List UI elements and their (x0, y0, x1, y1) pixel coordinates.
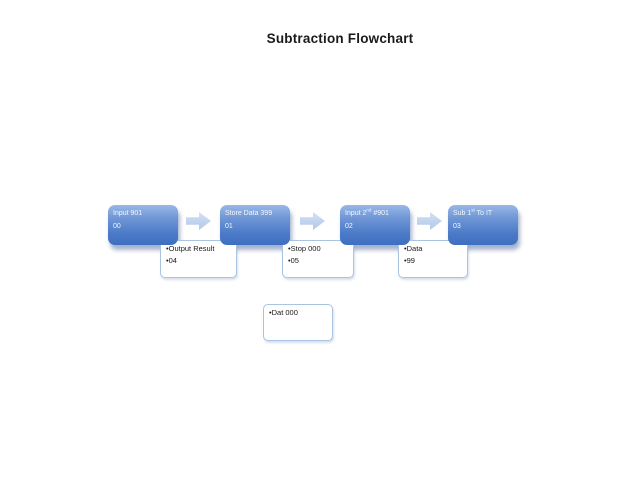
callout-line: •99 (404, 256, 415, 265)
callout-dat: •Dat 000 (263, 304, 333, 341)
right-arrow-icon (300, 212, 325, 230)
callout-output-result: •Output Result •04 (160, 240, 237, 278)
right-arrow-icon (186, 212, 211, 230)
callout-line: •04 (166, 256, 177, 265)
callout-stop: •Stop 000 •05 (282, 240, 354, 278)
step-code: 03 (453, 223, 461, 230)
callout-line: •05 (288, 256, 299, 265)
step-label: Sub 1st To IT (453, 207, 493, 217)
step-label: Input 2nd #901 (345, 207, 389, 217)
slide-title: Subtraction Flowchart (266, 31, 414, 46)
callout-data: •Data •99 (398, 240, 468, 278)
step-label: Store Data 399 (225, 210, 273, 217)
flow-step-store-data: Store Data 399 01 (220, 205, 290, 245)
step-code: 01 (225, 223, 233, 230)
callout-line: •Dat 000 (269, 308, 298, 317)
flow-step-input-2nd: Input 2nd #901 02 (340, 205, 410, 245)
flow-step-sub: Sub 1st To IT 03 (448, 205, 518, 245)
step-code: 00 (113, 223, 121, 230)
step-label: Input 901 (113, 210, 143, 217)
flow-step-input-901: Input 901 00 (108, 205, 178, 245)
callout-line: •Data (404, 244, 423, 253)
step-code: 02 (345, 223, 353, 230)
right-arrow-icon (417, 212, 442, 230)
callout-line: •Output Result (166, 244, 215, 253)
callout-line: •Stop 000 (288, 244, 321, 253)
